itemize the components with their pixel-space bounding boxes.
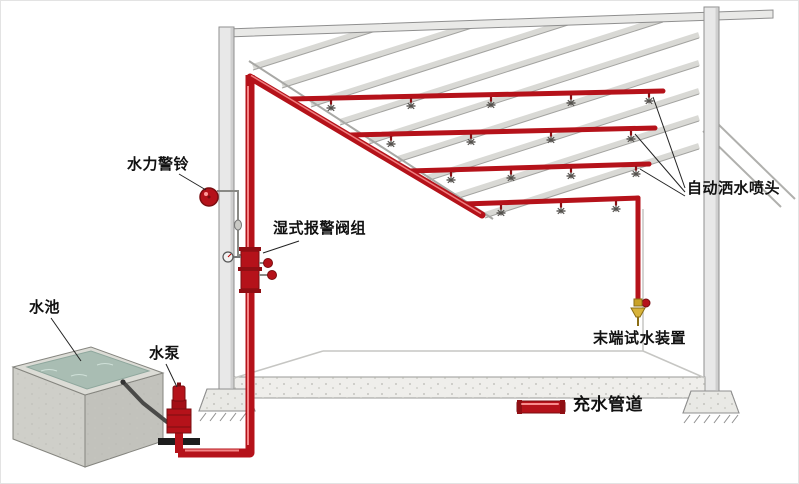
label-alarm-bell: 水力警铃 xyxy=(127,155,190,173)
piping xyxy=(178,73,666,458)
label-wet-valve: 湿式报警阀组 xyxy=(273,219,367,237)
label-water-pump: 水泵 xyxy=(149,344,181,362)
branch-pipe-3 xyxy=(406,161,652,174)
end-test-device xyxy=(630,298,651,326)
retard-chamber xyxy=(234,219,242,231)
pump-motor xyxy=(172,385,186,402)
test-valve-wheel xyxy=(641,298,651,308)
pump-suction-pipe xyxy=(120,379,169,424)
tank-water xyxy=(25,350,151,390)
left-column-footing xyxy=(198,388,256,422)
legend-label: 充水管道 xyxy=(573,395,643,415)
label-sprinklers: 自动洒水喷头 xyxy=(687,179,781,197)
trim-valve-wheel xyxy=(263,258,273,268)
branch-pipe-1 xyxy=(287,88,666,102)
water-pump-assembly xyxy=(158,382,200,453)
pump-casing xyxy=(166,408,192,434)
roof-edge-line xyxy=(716,122,796,200)
hydraulic-alarm-bell xyxy=(199,187,219,207)
branch-pipe-2 xyxy=(347,125,658,138)
label-water-pool: 水池 xyxy=(29,298,61,316)
test-funnel xyxy=(630,307,646,318)
water-tank xyxy=(11,346,165,468)
trim-valve-wheel xyxy=(267,270,277,280)
label-end-test: 末端试水装置 xyxy=(593,329,687,347)
legend-pipe-sample xyxy=(516,400,566,414)
ground-slab xyxy=(233,376,706,399)
left-column xyxy=(218,26,235,390)
right-column xyxy=(703,6,720,392)
leader-lines xyxy=(50,96,686,388)
ceiling-joists xyxy=(248,16,796,220)
ceiling-front-edge xyxy=(248,60,494,220)
branch-pipe-4 xyxy=(461,195,641,207)
test-valve-body xyxy=(633,298,643,307)
right-column-footing xyxy=(682,390,740,424)
riser-pipe xyxy=(178,75,255,458)
wet-alarm-valve-assembly xyxy=(217,190,277,293)
top-beam xyxy=(226,9,774,38)
